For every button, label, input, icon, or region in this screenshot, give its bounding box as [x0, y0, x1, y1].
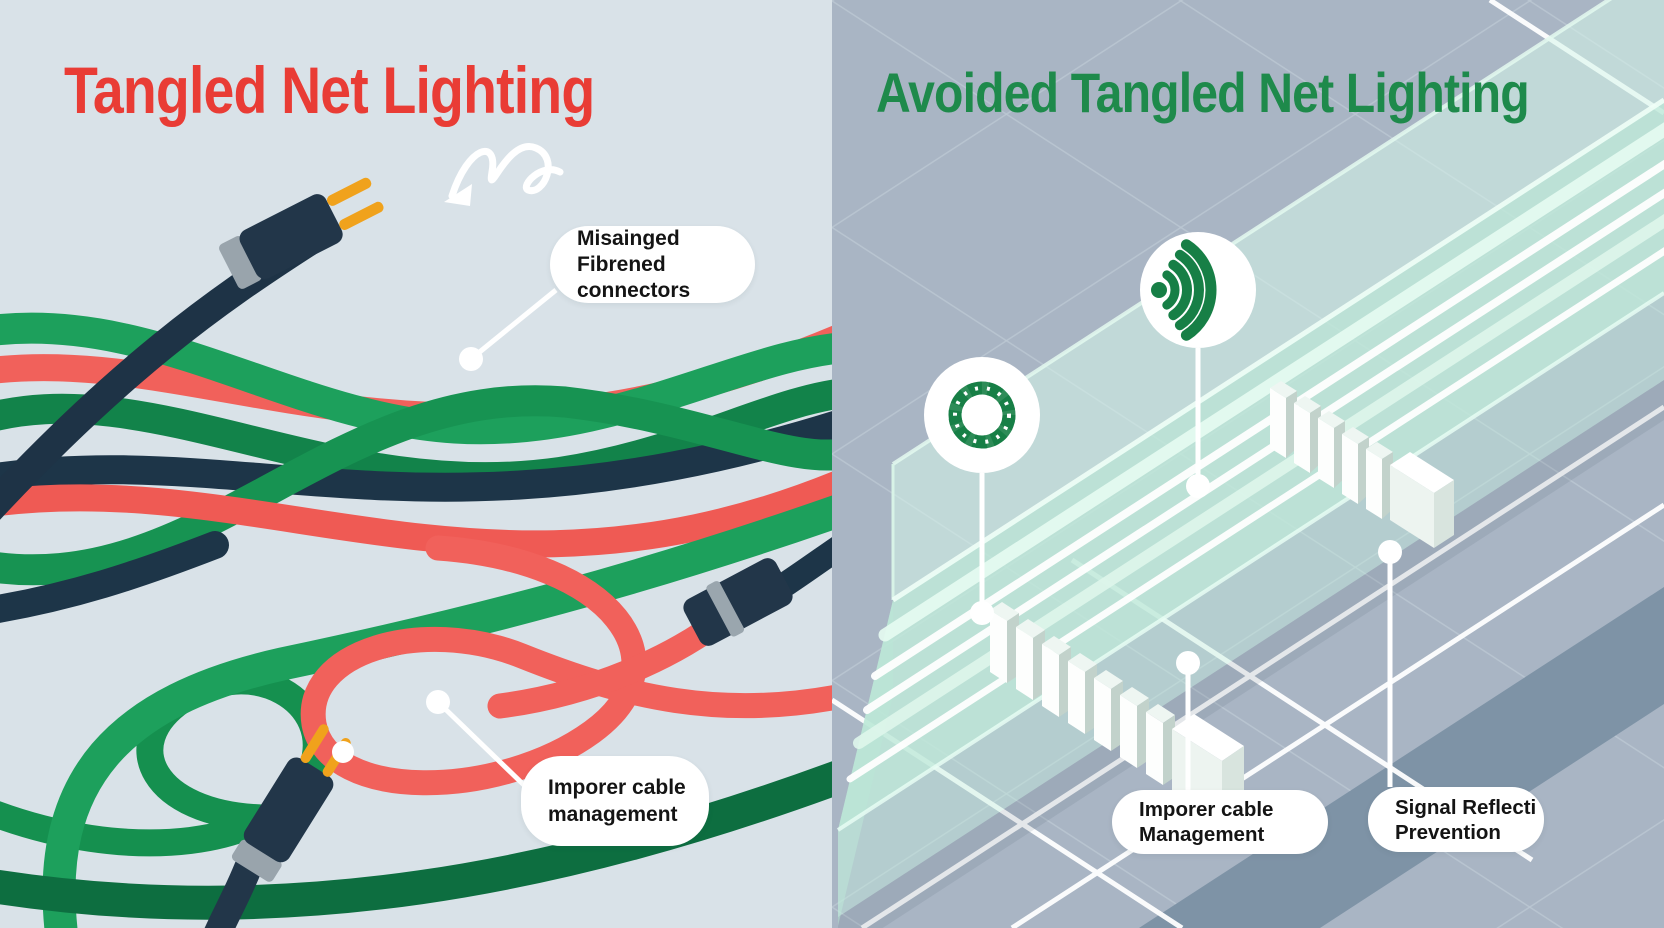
callout-dot [332, 741, 354, 763]
callout-dot [1186, 474, 1210, 498]
signal-waves-icon [1140, 232, 1256, 348]
scribble-icon [444, 143, 564, 206]
callout-dot [426, 690, 450, 714]
callout-leaders [332, 288, 558, 790]
callout-line: Prevention [1395, 820, 1501, 844]
connector-comb [1270, 381, 1454, 548]
callout-line: Signal Reflecti [1395, 795, 1537, 819]
callout-dot [970, 601, 994, 625]
callout-leaders [970, 348, 1402, 790]
callout-line: Imporer cable [1139, 798, 1274, 821]
tangled-cables-art [0, 143, 832, 928]
left-title: Tangled Net Lighting [64, 53, 595, 127]
organized-cables-art [832, 0, 1664, 928]
callout-line: Management [1139, 823, 1265, 846]
callout-line: Fibrened connectors [577, 252, 691, 302]
callout-line: Misainged [577, 226, 680, 250]
callout-dot [1378, 540, 1402, 564]
callout-dot [459, 347, 483, 371]
plug-icon [219, 177, 384, 289]
callout-cable-management-right: Imporer cable Management [1112, 790, 1328, 854]
callout-line: Imporer cable [548, 776, 686, 799]
right-title: Avoided Tangled Net Lighting [876, 61, 1530, 124]
callout-cable-management-left: Imporer cable management [521, 756, 709, 846]
organized-panel: Avoided Tangled Net Lighting Imporer cab… [832, 0, 1664, 928]
callout-misaligned-connectors: Misainged Fibrened connectors [550, 226, 755, 303]
tangled-panel: Tangled Net Lighting Misainged Fibrened … [0, 0, 832, 928]
callout-dot [1176, 651, 1200, 675]
inline-connector [683, 558, 793, 646]
callout-signal-reflection: Signal Reflecti Prevention [1368, 787, 1544, 852]
callout-line: management [548, 803, 678, 826]
knot-icon [924, 357, 1040, 473]
